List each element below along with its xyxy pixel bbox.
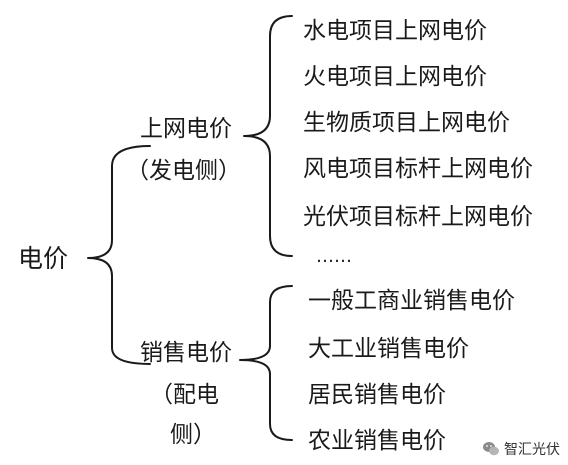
root-brace (87, 145, 151, 365)
watermark-text: 智汇光伏 (504, 442, 560, 458)
leaf-agricultural-sales-price: 农业销售电价 (308, 428, 446, 454)
leaf-solar-benchmark-grid-price: 光伏项目标杆上网电价 (303, 204, 533, 230)
leaf-large-industry-sales-price: 大工业销售电价 (308, 336, 469, 362)
watermark: 智汇光伏 (482, 439, 560, 459)
lower-leaves-brace (239, 285, 293, 441)
leaf-residential-sales-price: 居民销售电价 (308, 382, 446, 408)
leaf-general-commercial-sales-price: 一般工商业销售电价 (308, 288, 515, 314)
branch-grid-price-label: 上网电价 (140, 116, 232, 142)
branch-sales-price-sublabel-line1: （配电 (150, 382, 219, 408)
leaf-hydro-grid-price: 水电项目上网电价 (303, 18, 487, 44)
branch-sales-price-label: 销售电价 (140, 340, 232, 366)
branch-grid-price-sublabel: （发电侧） (126, 158, 241, 184)
leaf-thermal-grid-price: 火电项目上网电价 (303, 64, 487, 90)
leaf-ellipsis: …… (316, 246, 352, 267)
wechat-chat-icon (483, 442, 499, 456)
upper-leaves-brace (243, 15, 293, 257)
root-label: 电价 (18, 244, 69, 273)
branch-sales-price-sublabel-line2: 侧） (170, 422, 216, 448)
leaf-biomass-grid-price: 生物质项目上网电价 (303, 110, 510, 136)
leaf-wind-benchmark-grid-price: 风电项目标杆上网电价 (303, 156, 533, 182)
